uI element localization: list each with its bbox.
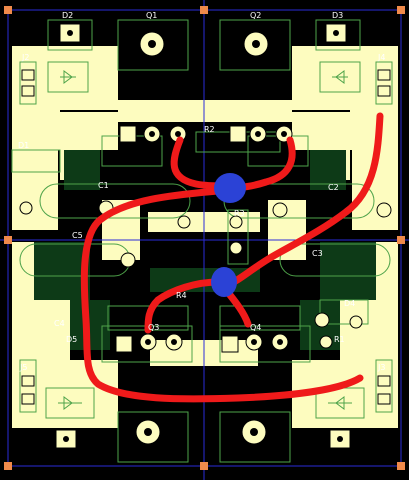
label-j3: J3 [377,363,385,372]
label-q1: Q1 [146,11,157,20]
silkscreen-labels: D2 Q1 Q2 D3 J2 J4 R2 D1 C1 C2 R3 C5 C3 R… [18,11,385,372]
label-c4: C4 [54,319,65,328]
label-q3: Q3 [148,323,159,332]
diode-symbols [58,70,352,410]
label-j2: J2 [21,53,29,62]
label-r4: R4 [176,291,187,300]
component-outlines [11,19,393,463]
blue-blob-markers [211,173,246,297]
drill-holes [63,30,343,442]
label-j4: J4 [377,53,385,62]
label-d3: D3 [332,11,343,20]
label-c1: C1 [98,181,109,190]
label-r1: R1 [334,335,345,344]
label-c5: C5 [72,231,83,240]
label-q2: Q2 [250,11,261,20]
label-d1: D1 [18,141,29,150]
label-c3: C3 [312,249,323,258]
fiducial-markers [4,6,405,470]
label-c2: C2 [328,183,339,192]
label-d5: D5 [66,335,77,344]
label-q4: Q4 [250,323,261,332]
label-r3: R3 [234,209,245,218]
label-j5: J5 [19,363,27,372]
label-r2: R2 [204,125,215,134]
label-d4: D4 [344,299,355,308]
pads [19,23,392,449]
label-d2: D2 [62,11,73,20]
